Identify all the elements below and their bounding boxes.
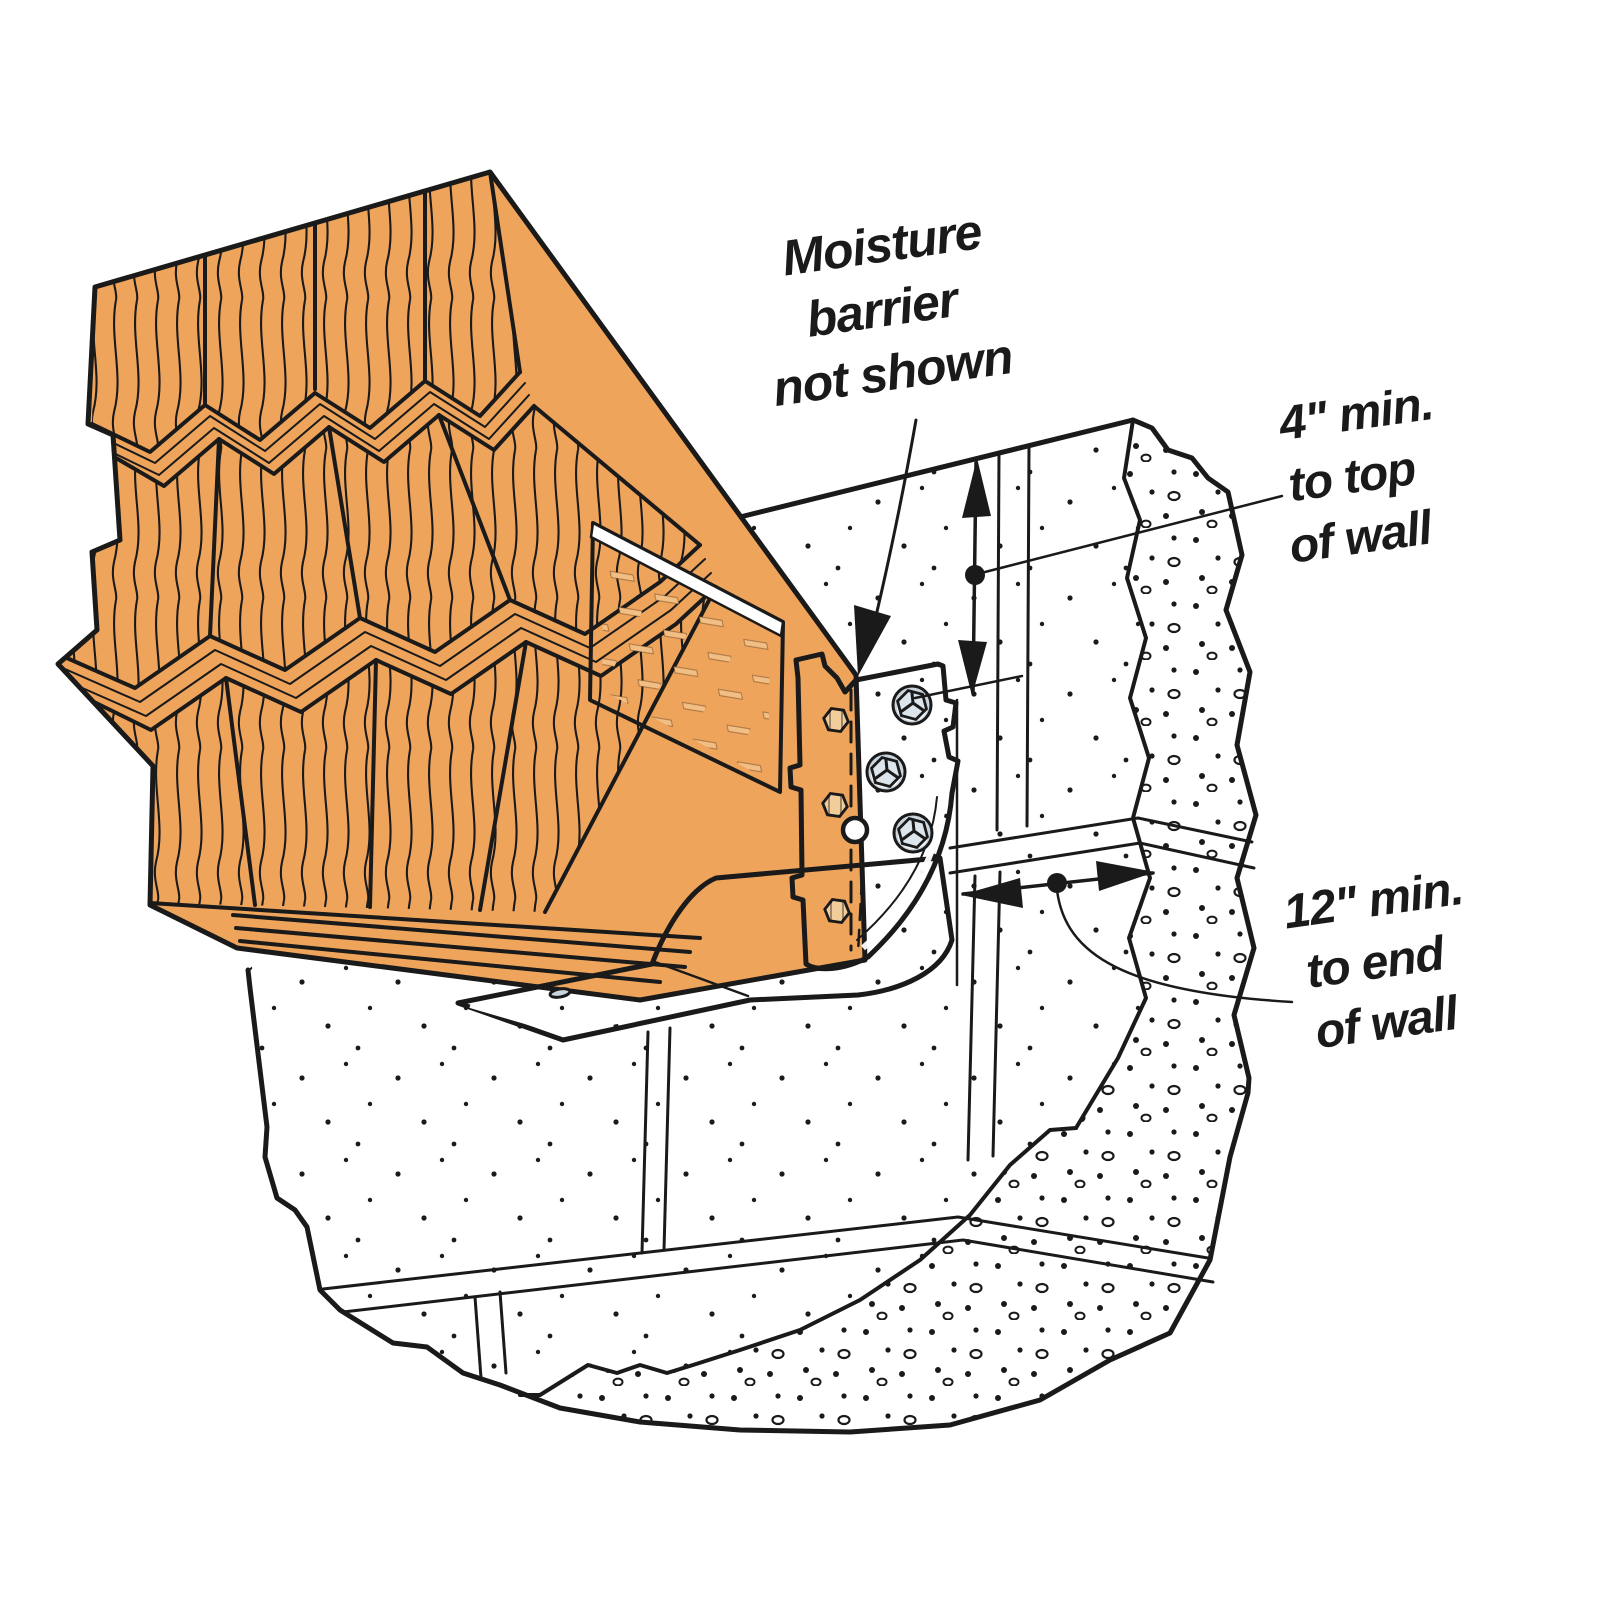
moisture-barrier-line3: not shown	[769, 328, 1015, 417]
hanger-curve-hem	[856, 796, 938, 941]
hex-bolt-2	[865, 751, 907, 793]
arrowhead-left	[961, 878, 1023, 908]
nail-plate-edge-highlight	[589, 521, 785, 638]
hanger-side-fold-dash	[856, 876, 864, 955]
hex-bolt-3	[892, 812, 934, 854]
end-grain-bottom	[58, 587, 716, 912]
dim-dot-12in	[1047, 873, 1067, 893]
dimension-12in-min	[955, 698, 1294, 1004]
arrowhead-down	[958, 640, 987, 696]
hanger-seat	[455, 855, 955, 1043]
extension-tick-hanger-top	[913, 674, 1024, 700]
nail-plate	[588, 521, 785, 794]
seat-hole	[548, 987, 572, 999]
top-of-wall-line3: of wall	[1286, 501, 1437, 574]
moisture-barrier-line1: Moisture	[779, 203, 985, 286]
hanger-seat-fold	[653, 960, 750, 998]
label-4in-min-top-of-wall: 4" min. to top of wall	[1275, 377, 1437, 574]
arrowhead-right	[1096, 861, 1155, 891]
moisture-barrier-pointer	[854, 418, 918, 676]
dim-dot-4in	[965, 565, 985, 585]
end-grain-middle	[60, 406, 700, 688]
top-of-wall-line1: 4" min.	[1275, 377, 1436, 451]
wall-torn-edge-inner	[1074, 418, 1152, 1130]
beam-outline	[55, 169, 868, 1003]
dimension-4in-min	[913, 458, 1284, 700]
hanger-front-plate	[787, 651, 961, 972]
wall-top-edge	[737, 417, 1136, 520]
arrowhead-moisture	[854, 605, 891, 676]
end-of-wall-line2: to end	[1303, 927, 1450, 999]
chevron-band-1	[92, 372, 534, 486]
arrowhead-up	[962, 458, 991, 518]
moisture-barrier-line2: barrier	[803, 271, 964, 348]
wall-torn-band-speckle	[520, 420, 1256, 1432]
hanger-seat-hem	[469, 994, 747, 1036]
end-of-wall-line3: of wall	[1312, 987, 1463, 1060]
joist-hanger	[455, 651, 961, 1043]
end-grain-top	[92, 172, 520, 452]
block-joint-lines	[321, 444, 1256, 1380]
leader-12in	[1055, 888, 1294, 1004]
hex-nut-1	[820, 706, 852, 734]
label-12in-min-end-of-wall: 12" min. to end of wall	[1280, 862, 1466, 1060]
hex-bolt-1	[891, 684, 933, 726]
nail-plate-slots	[602, 548, 770, 780]
wood-beam	[55, 169, 868, 1003]
hanger-curve-highlight	[861, 794, 947, 951]
label-moisture-barrier: Moisture barrier not shown	[769, 203, 1015, 417]
leader-4in	[983, 494, 1284, 574]
hex-nut-3	[821, 897, 853, 925]
wall-torn-bottom-inner	[518, 1126, 1078, 1397]
wall-torn-edge-outer	[245, 417, 1259, 1435]
top-of-wall-line2: to top	[1285, 442, 1418, 512]
hex-nut-2	[819, 791, 851, 819]
bolt-hole	[840, 815, 870, 845]
chevron-band-2	[60, 545, 716, 730]
